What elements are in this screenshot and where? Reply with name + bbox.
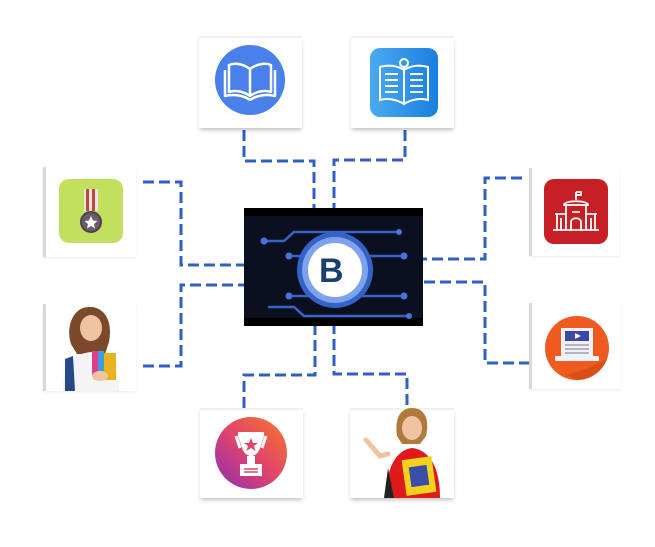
connector-reading (332, 130, 407, 208)
trophy-icon (215, 417, 287, 489)
book-reader-icon (370, 48, 438, 117)
connector-institution (423, 176, 522, 261)
teacher-photo (363, 408, 440, 498)
node-teacher[interactable] (350, 408, 454, 498)
node-medal[interactable] (43, 167, 136, 257)
connector-online (423, 280, 530, 365)
node-institution[interactable] (529, 168, 619, 256)
student-photo (63, 306, 119, 391)
open-book-icon (215, 45, 285, 115)
connector-book (242, 130, 316, 208)
institution-building-icon (544, 179, 608, 244)
node-trophy[interactable] (200, 408, 303, 498)
medal-icon (59, 179, 123, 243)
hub-letter: B (319, 252, 344, 290)
node-student-girl[interactable] (43, 304, 136, 391)
node-reading[interactable] (351, 36, 454, 128)
node-online-class[interactable] (529, 303, 621, 389)
connector-student (143, 283, 244, 368)
video-laptop-icon (545, 316, 609, 380)
node-book[interactable] (199, 36, 302, 128)
connector-medal (143, 180, 244, 267)
connector-teacher (332, 326, 409, 405)
hub-logo: B (244, 208, 423, 326)
connector-trophy (242, 326, 317, 408)
